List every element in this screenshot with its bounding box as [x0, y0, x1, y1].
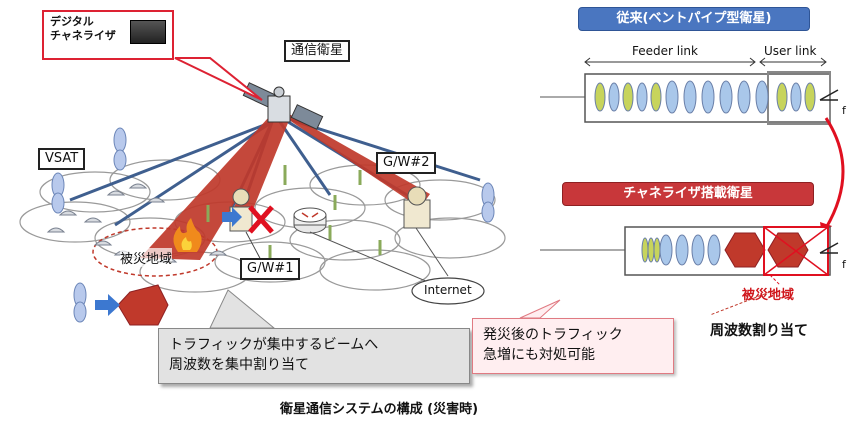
right-disaster-area-label: 被災地域 [742, 288, 795, 303]
fire-icon [173, 218, 202, 252]
f-axis-arrows-bottom [819, 242, 839, 254]
channelizer-satellite-banner: チャネライザ搭載衛星 [562, 182, 814, 206]
conventional-carriers [594, 80, 816, 114]
left-red-hexagon [117, 284, 169, 326]
feeder-link-label: Feeder link [632, 44, 698, 58]
f-axis-label-top: f [842, 104, 846, 117]
internet-label: Internet [424, 283, 472, 297]
left-disaster-area-label: 被災地域 [120, 248, 173, 267]
channelizer-callout-tail [174, 57, 263, 101]
channelizer-carriers [641, 232, 809, 268]
user-link-label: User link [764, 44, 817, 58]
channelizer-highlight [763, 226, 829, 276]
gw1-label: G/W#1 [240, 258, 301, 280]
internet-cloud [411, 277, 485, 305]
digital-channelizer-text: デジタル チャネライザ [50, 15, 116, 42]
transition-arrow [824, 117, 845, 229]
f-axis-label-bottom: f [842, 258, 846, 271]
conventional-satellite-banner: 従来(ベントパイプ型衛星) [578, 7, 810, 31]
left-spectrum-icons [51, 127, 495, 323]
channelizer-device-icon [130, 20, 166, 44]
traffic-callout-text: トラフィックが集中するビームへ 周波数を集中割り当て [169, 337, 379, 373]
traffic-concentration-callout: トラフィックが集中するビームへ 周波数を集中割り当て [158, 328, 470, 384]
gateway-2-icon [403, 186, 431, 229]
link-range-arrows [584, 57, 827, 67]
figure-caption: 衛星通信システムの構成 (災害時) [280, 402, 479, 417]
failure-x-mark [248, 205, 274, 234]
digital-channelizer-label: デジタル チャネライザ [42, 10, 174, 60]
blue-arrow-icon [222, 207, 242, 227]
vsat-terminal-icons [46, 183, 228, 263]
post-disaster-callout: 発災後のトラフィック 急増にも対処可能 [472, 318, 674, 374]
red-beams [140, 110, 430, 260]
satellite-icon [242, 82, 324, 130]
post-disaster-callout-pointer [519, 299, 561, 319]
comm-satellite-label: 通信衛星 [284, 40, 351, 62]
post-disaster-callout-text: 発災後のトラフィック 急増にも対処可能 [483, 327, 623, 363]
f-axis-arrows-top [819, 89, 839, 101]
left-blue-arrow [95, 294, 120, 316]
traffic-callout-pointer [209, 289, 276, 329]
router-icon [293, 207, 327, 234]
gw2-label: G/W#2 [376, 152, 437, 174]
vsat-label: VSAT [38, 148, 86, 170]
frequency-allocation-label: 周波数割り当て [710, 323, 808, 339]
